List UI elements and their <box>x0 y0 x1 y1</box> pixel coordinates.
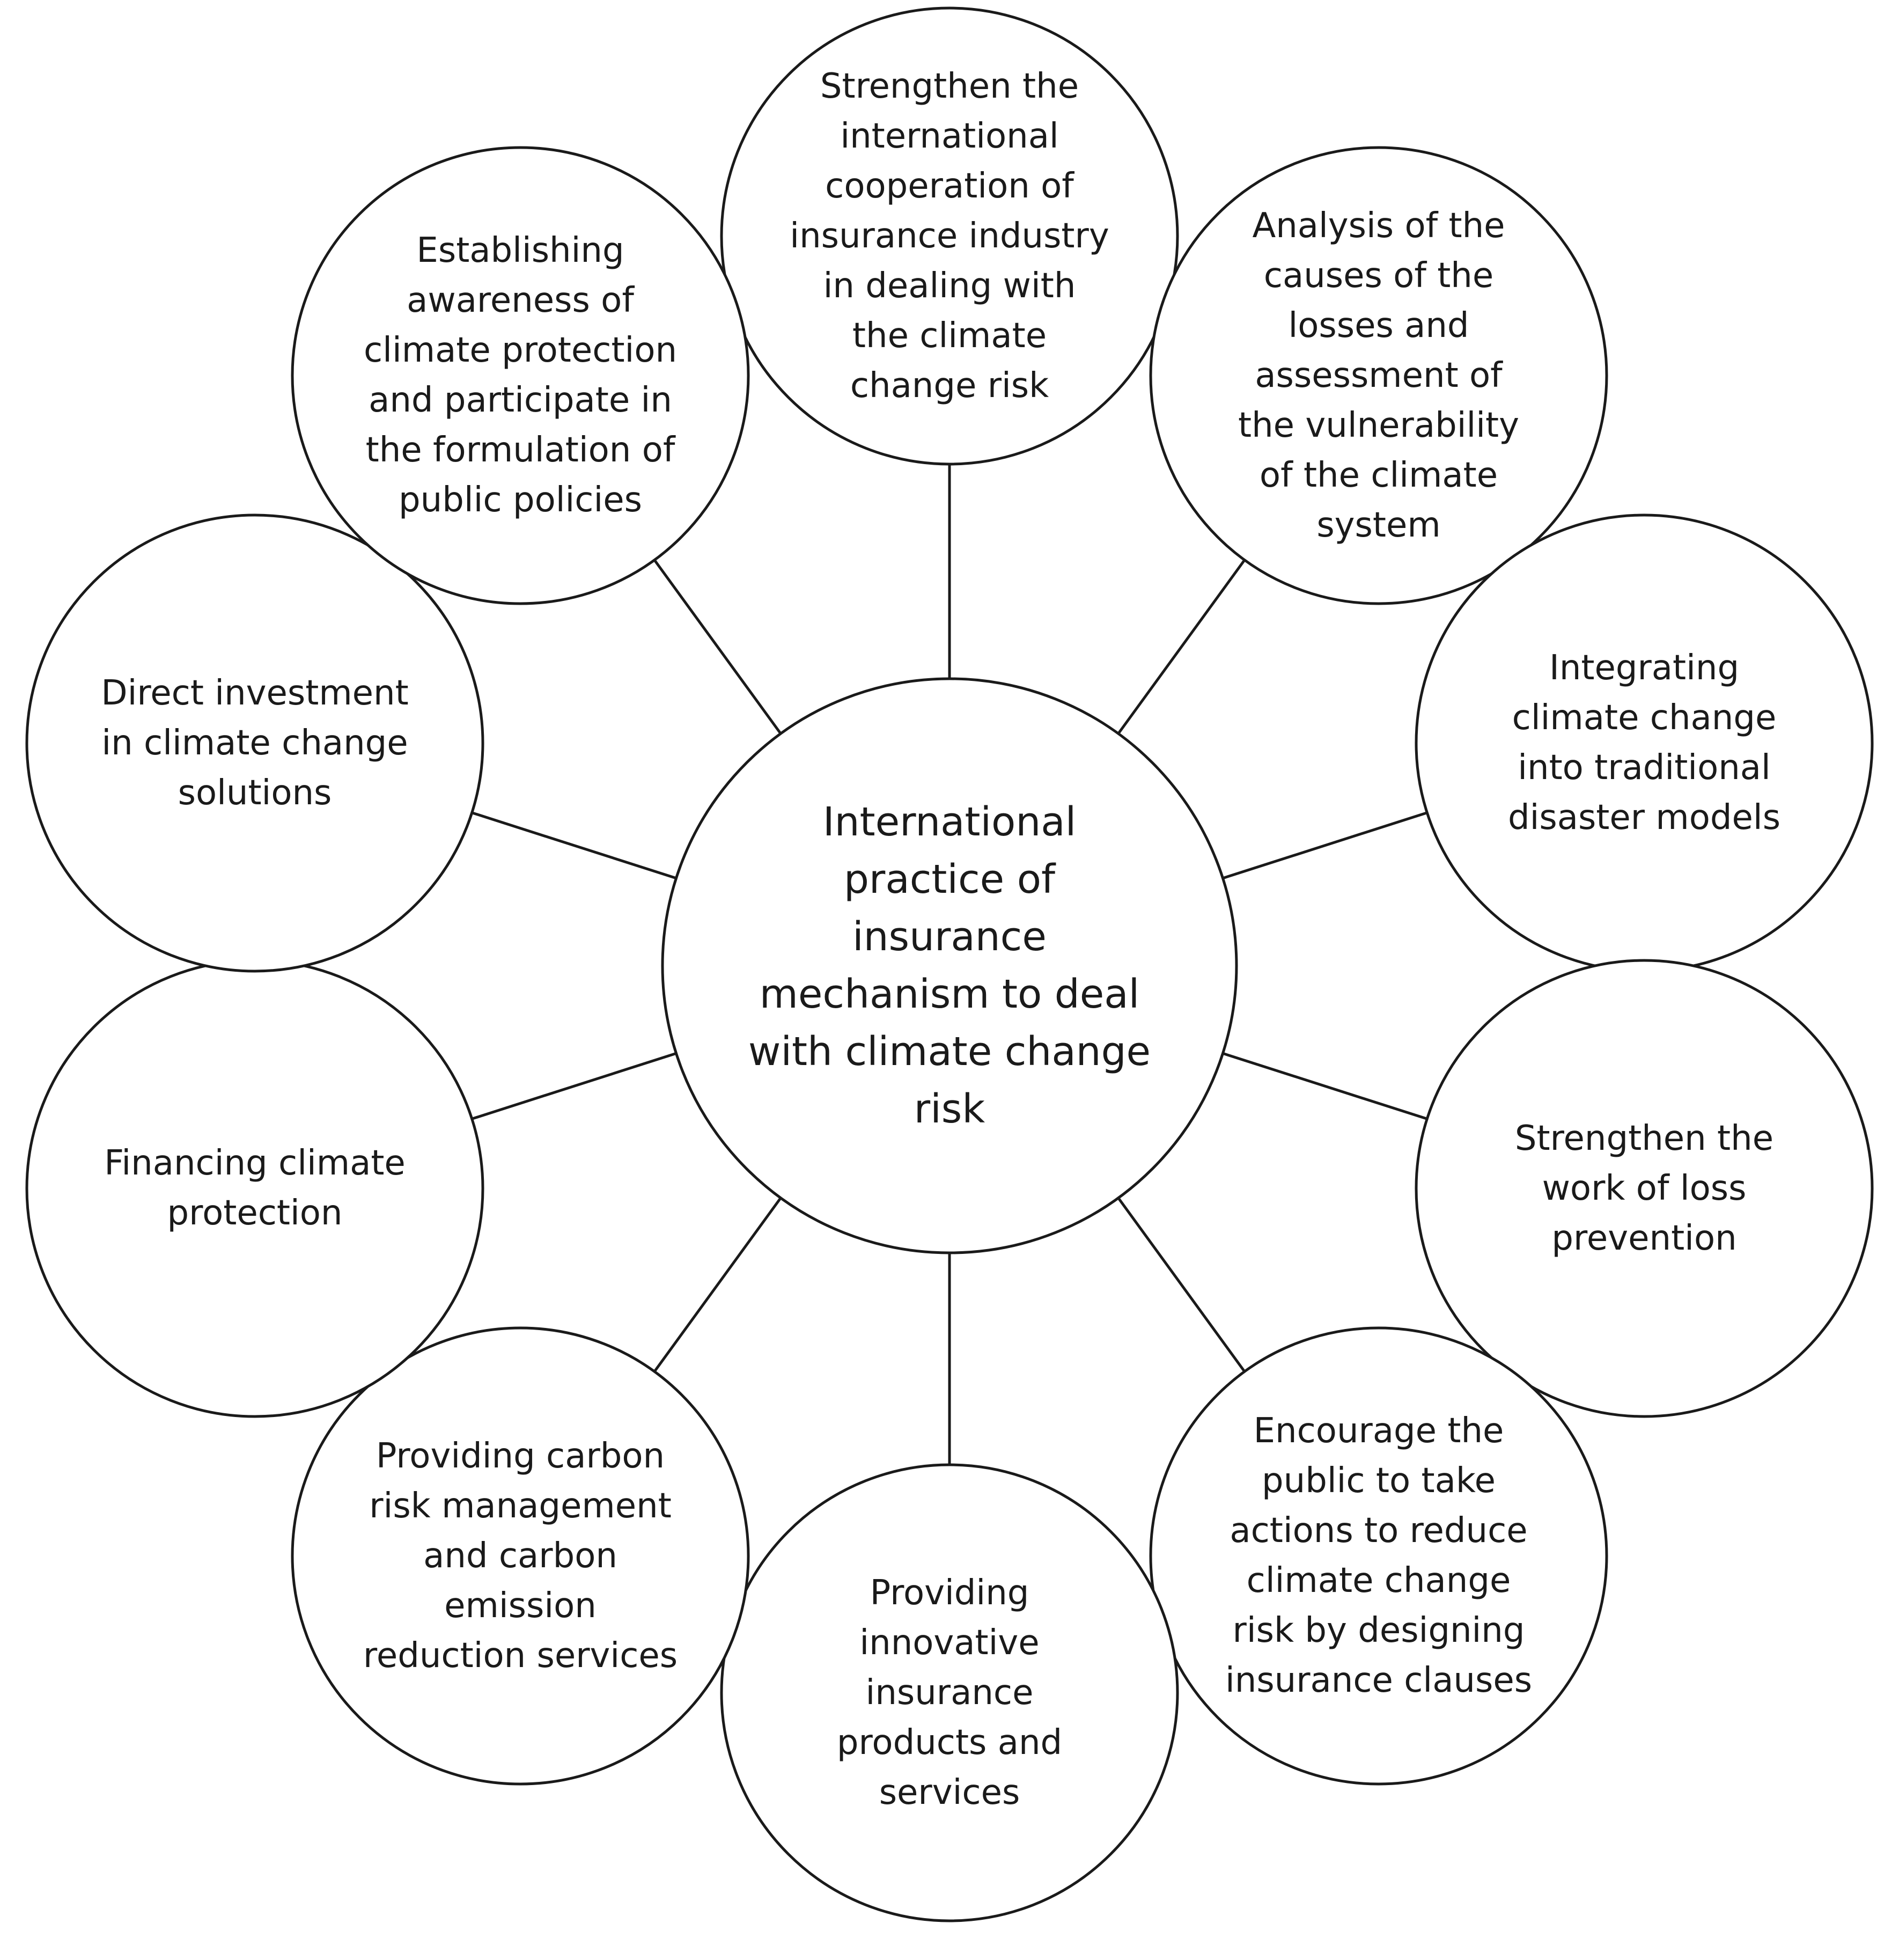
connector-line-loss-prevention <box>1222 1052 1428 1120</box>
node-circle-international-cooperation <box>720 6 1179 466</box>
connector-line-climate-awareness <box>653 559 782 735</box>
node-label-financing-protection: Financing climate protection <box>104 1143 406 1233</box>
node-circle-direct-investment <box>25 513 484 973</box>
node-circles <box>25 6 1874 1922</box>
node-circle-public-actions <box>1149 1326 1608 1786</box>
node-label-public-actions: Encourage the public to take actions to … <box>1225 1411 1533 1700</box>
node-label-loss-prevention: Strengthen the work of loss prevention <box>1514 1118 1774 1258</box>
connector-line-disaster-models <box>1222 811 1428 880</box>
connector-line-financing-protection <box>471 1052 677 1120</box>
node-circle-climate-awareness <box>291 146 750 605</box>
node-label-direct-investment: Direct investment in climate change solu… <box>101 673 409 813</box>
node-circle-carbon-services <box>291 1326 750 1786</box>
center-node-label: International practice of insurance mech… <box>748 799 1151 1132</box>
connector-line-public-actions <box>1117 1197 1246 1372</box>
node-label-climate-awareness: Establishing awareness of climate protec… <box>363 231 678 520</box>
node-circle-loss-prevention <box>1415 959 1874 1418</box>
center-node-circle <box>661 677 1238 1254</box>
connector-line-direct-investment <box>471 811 677 880</box>
node-circle-innovative-products <box>720 1463 1179 1922</box>
node-label-carbon-services: Providing carbon risk management and car… <box>363 1436 678 1676</box>
node-circle-loss-analysis <box>1149 146 1608 605</box>
connector-lines <box>471 464 1428 1465</box>
node-label-international-cooperation: Strengthen the international cooperation… <box>790 66 1109 406</box>
node-label-innovative-products: Providing innovative insurance products … <box>836 1573 1063 1812</box>
node-label-disaster-models: Integrating climate change into traditio… <box>1507 648 1781 838</box>
connector-line-carbon-services <box>653 1197 782 1372</box>
connector-line-loss-analysis <box>1117 559 1246 735</box>
node-label-loss-analysis: Analysis of the causes of the losses and… <box>1238 205 1519 545</box>
